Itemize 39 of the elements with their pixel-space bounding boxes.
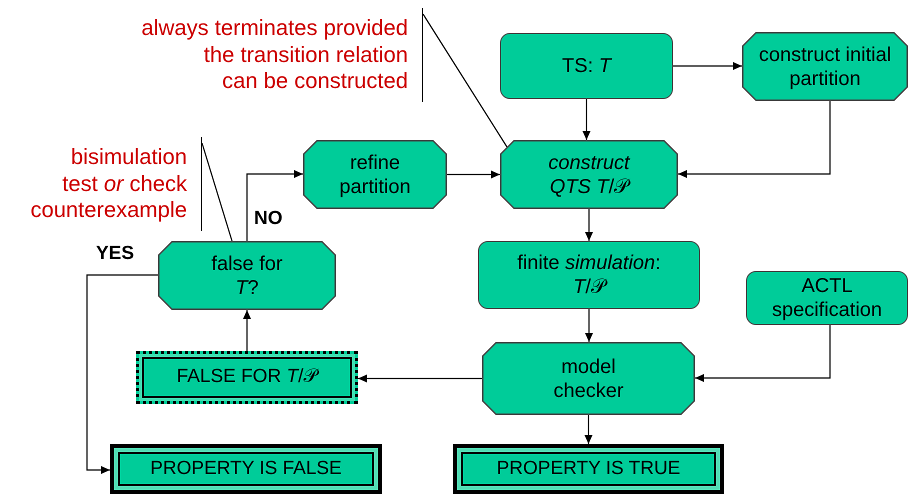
node-text: refine partition <box>338 150 412 198</box>
arrow <box>678 101 831 178</box>
arrow <box>585 309 593 342</box>
process-box <box>500 33 673 99</box>
arrow <box>584 415 592 444</box>
annotation-text: bisimulation test or check counterexample <box>29 144 187 224</box>
process-box <box>478 241 700 309</box>
arrow <box>447 170 500 178</box>
process-box <box>746 271 908 325</box>
arrow <box>86 274 158 474</box>
arrow <box>695 325 831 382</box>
node-text: ACTL specification <box>770 274 884 322</box>
node-text: false for T? <box>210 252 284 300</box>
octagon-box <box>158 241 336 310</box>
dotted-box <box>136 351 358 404</box>
leader-line <box>201 142 233 242</box>
node-text: TS: T <box>562 54 611 78</box>
arrow <box>358 374 482 382</box>
leader-line <box>422 14 508 148</box>
octagon-box <box>303 140 447 209</box>
node-text: PROPERTY IS TRUE <box>496 458 680 480</box>
edge-label: YES <box>96 243 134 265</box>
node-text: model checker <box>552 354 625 402</box>
edge-label: NO <box>254 208 282 230</box>
octagon-box <box>500 140 678 209</box>
node-text: construct QTS T/𝒫 <box>547 150 632 198</box>
annotation-text: always terminates provided the transition relation can be constructed <box>140 15 408 95</box>
node-text: PROPERTY IS FALSE <box>150 458 342 480</box>
node-text: construct initial partition <box>758 42 892 90</box>
node-text: finite simulation: T/𝒫 <box>516 251 662 299</box>
node-text: FALSE FOR T/𝒫 <box>176 366 318 389</box>
arrow <box>246 170 303 241</box>
arrow <box>243 310 251 351</box>
result-box <box>110 444 382 494</box>
arrow <box>582 99 590 140</box>
result-box <box>453 444 724 494</box>
arrow <box>585 209 593 241</box>
octagon-box <box>742 32 908 101</box>
arrow <box>673 62 742 70</box>
